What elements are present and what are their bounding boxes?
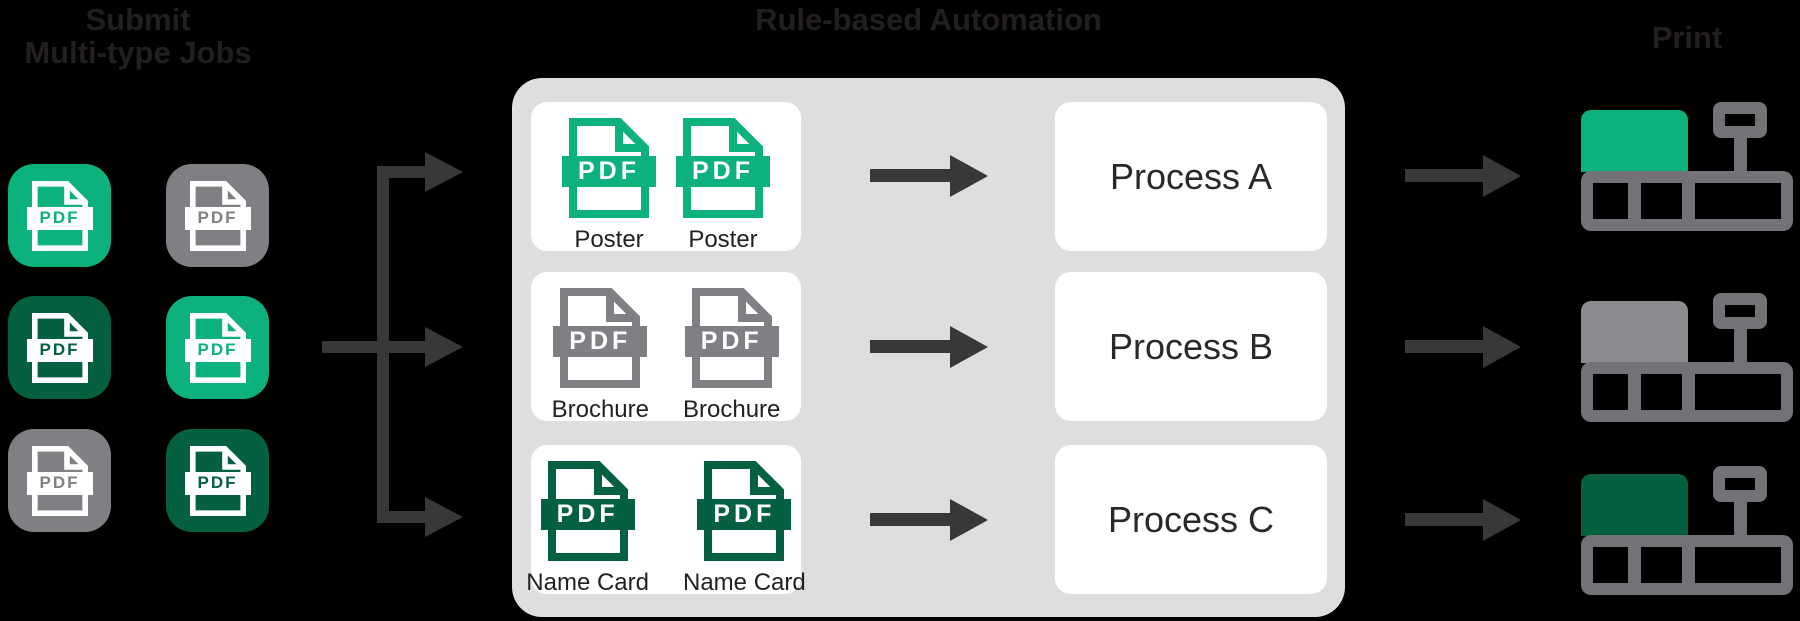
submit-jobs-title-line1: Submit [85, 2, 191, 37]
arrow-line [1405, 169, 1483, 182]
printer-monitor-icon [1713, 293, 1767, 329]
arrow-line [870, 340, 950, 353]
pdf-file-icon: PDF [26, 180, 93, 252]
pdf-file-icon: PDF [676, 118, 770, 218]
printer-divider [1628, 535, 1641, 595]
file-label: Poster [688, 226, 758, 253]
job-tile-green-2: PDF [166, 296, 269, 399]
job-tile-darkgreen-2: PDF [166, 429, 269, 532]
pdf-badge: PDF [553, 326, 648, 357]
automation-title: Rule-based Automation [755, 2, 1102, 37]
printer-monitor-stem [1734, 136, 1747, 172]
branch-arm-top [377, 166, 425, 178]
job-tile-gray-1: PDF [166, 164, 269, 267]
arrow-head-icon [1483, 155, 1521, 197]
file-block: PDF Name Card [683, 461, 806, 597]
pdf-file-icon: PDF [553, 288, 648, 388]
printer-divider [1682, 171, 1695, 231]
printer-icon-darkgreen [1581, 466, 1794, 595]
file-label: Poster [574, 226, 644, 253]
pdf-badge: PDF [26, 338, 93, 362]
printer-monitor-icon [1713, 102, 1767, 138]
pdf-badge: PDF [26, 471, 93, 495]
file-block: PDF Name Card [526, 461, 649, 597]
job-tile-darkgreen-1: PDF [8, 296, 111, 399]
branch-stub-line [322, 341, 380, 353]
process-a-card: Process A [1055, 102, 1327, 251]
arrow-head-icon [1483, 499, 1521, 541]
submit-jobs-title-line2: Multi-type Jobs [24, 35, 252, 70]
pdf-file-icon: PDF [684, 288, 779, 388]
file-block: PDF Brochure [552, 288, 649, 424]
arrow-head-icon [425, 152, 463, 192]
group-card-poster: PDF Poster PDF Poster [531, 102, 801, 254]
printer-job-block-green [1581, 110, 1688, 172]
pdf-badge: PDF [184, 471, 251, 495]
printer-divider [1628, 362, 1641, 422]
group-card-name-card: PDF Name Card PDF Name Card [526, 445, 806, 596]
pdf-badge: PDF [676, 156, 770, 187]
job-tile-green-1: PDF [8, 164, 111, 267]
print-title: Print [1651, 20, 1723, 55]
branch-arm-bottom [377, 511, 425, 523]
job-tile-gray-2: PDF [8, 429, 111, 532]
pdf-file-icon: PDF [184, 180, 251, 252]
file-label: Brochure [551, 396, 649, 423]
file-label: Brochure [683, 396, 781, 423]
printer-monitor-icon [1713, 466, 1767, 502]
pdf-badge: PDF [697, 499, 792, 530]
arrow-head-icon [950, 326, 988, 368]
pdf-badge: PDF [562, 156, 656, 187]
pdf-badge: PDF [26, 206, 93, 230]
submit-jobs-title: Submit Multi-type Jobs [0, 3, 276, 69]
pdf-badge: PDF [540, 499, 635, 530]
printer-divider [1628, 171, 1641, 231]
arrow-head-icon [950, 499, 988, 541]
arrow-line [1405, 340, 1483, 353]
pdf-file-icon: PDF [562, 118, 656, 218]
printer-monitor-stem [1734, 327, 1747, 363]
arrow-head-icon [950, 155, 988, 197]
pdf-badge: PDF [684, 326, 779, 357]
file-label: Name Card [683, 569, 806, 596]
arrow-head-icon [1483, 326, 1521, 368]
pdf-file-icon: PDF [184, 312, 251, 384]
pdf-file-icon: PDF [26, 312, 93, 384]
arrow-line [1405, 513, 1483, 526]
file-label: Name Card [526, 569, 649, 596]
pdf-file-icon: PDF [184, 445, 251, 517]
group-card-brochure: PDF Brochure PDF Brochure [531, 272, 801, 424]
arrow-head-icon [425, 497, 463, 537]
process-b-card: Process B [1055, 272, 1327, 421]
arrow-head-icon [425, 327, 463, 367]
printer-divider [1682, 535, 1695, 595]
printer-job-block-gray [1581, 301, 1688, 363]
printer-icon-gray [1581, 293, 1794, 422]
pdf-file-icon: PDF [697, 461, 792, 561]
pdf-file-icon: PDF [540, 461, 635, 561]
arrow-line [870, 169, 950, 182]
process-c-card: Process C [1055, 445, 1327, 594]
pdf-badge: PDF [184, 206, 251, 230]
arrow-line [870, 513, 950, 526]
printer-divider [1682, 362, 1695, 422]
pdf-file-icon: PDF [26, 445, 93, 517]
branch-arm-middle [377, 341, 425, 353]
file-block: PDF Poster [676, 118, 770, 254]
file-block: PDF Brochure [683, 288, 780, 424]
file-block: PDF Poster [562, 118, 656, 254]
pdf-badge: PDF [184, 338, 251, 362]
printer-icon-green [1581, 102, 1794, 231]
printer-monitor-stem [1734, 500, 1747, 536]
printer-job-block-darkgreen [1581, 474, 1688, 536]
